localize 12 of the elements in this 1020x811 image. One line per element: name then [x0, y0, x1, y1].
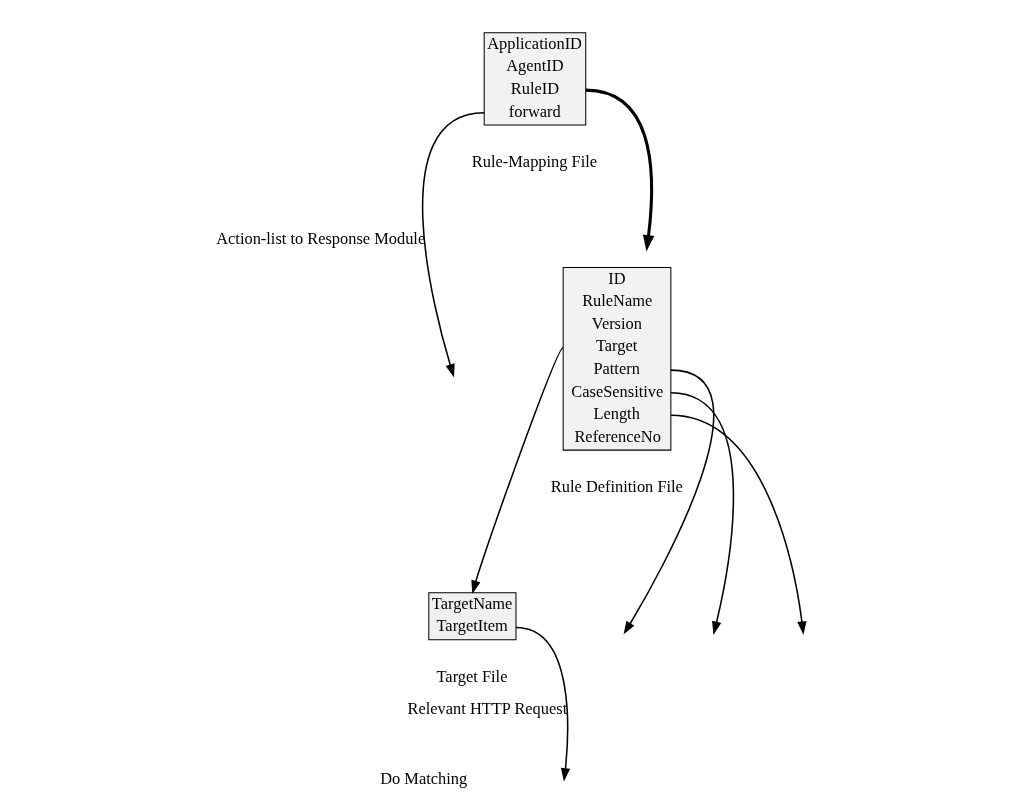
- arrow: [422, 111, 485, 378]
- arrow: [515, 626, 571, 782]
- arrow: [623, 369, 714, 635]
- arrow: [585, 88, 655, 252]
- node-label: Rule Definition File: [550, 476, 683, 496]
- label: Do Matching: [380, 769, 468, 789]
- node-label: Rule-Mapping File: [471, 151, 598, 171]
- node-label: Target File: [436, 666, 508, 686]
- edge-label: Relevant HTTP Request: [407, 698, 568, 718]
- arrow: [471, 346, 564, 594]
- arrow: [670, 414, 807, 635]
- arrow: [670, 391, 735, 635]
